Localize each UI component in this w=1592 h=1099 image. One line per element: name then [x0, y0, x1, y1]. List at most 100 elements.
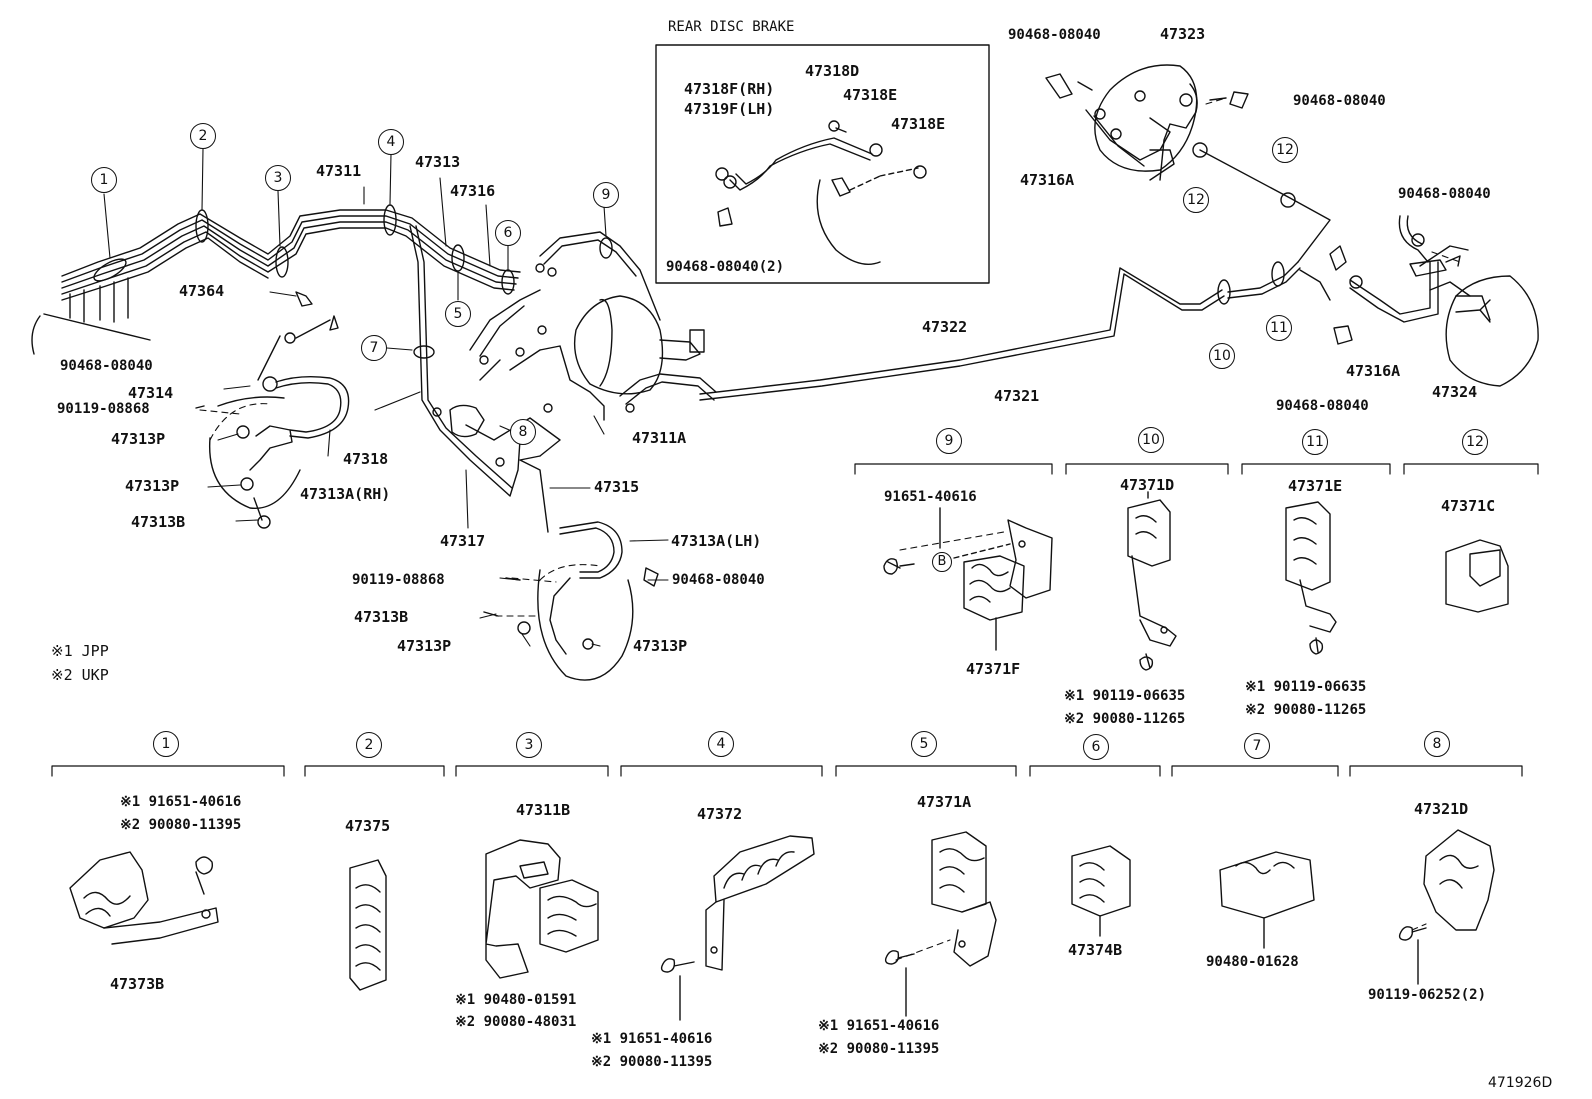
part-label: 47318D	[805, 62, 860, 80]
part-label: 90480-01628	[1206, 954, 1299, 970]
part-label: ※2 90080-11265	[1245, 702, 1367, 718]
inset-drawing	[715, 120, 927, 265]
callout-10: 10	[1209, 343, 1235, 369]
part-label: 47374B	[1068, 941, 1123, 959]
part-label: 47318	[343, 450, 389, 468]
part-label: 47313	[415, 153, 461, 171]
part-label: ※1 90119-06635	[1245, 679, 1367, 695]
part-label: 47316A	[1020, 171, 1075, 189]
detail-header-9: 9	[936, 428, 962, 454]
part-label: 91651-40616	[884, 489, 977, 505]
part-label: 47364	[179, 282, 225, 300]
dashed-lines	[199, 97, 1461, 961]
rear-tubes	[699, 142, 1331, 401]
part-label: 90119-08868	[352, 572, 445, 588]
detail-header-11: 11	[1302, 429, 1328, 455]
callout-11: 11	[1266, 315, 1292, 341]
part-label: 47324	[1432, 383, 1478, 401]
detail-brackets	[51, 463, 1539, 777]
detail-header-4: 4	[708, 731, 734, 757]
part-label: 47371A	[917, 793, 972, 811]
part-label: 47321	[994, 387, 1040, 405]
part-label: 90119-06252(2)	[1368, 987, 1487, 1003]
part-label: 47316A	[1346, 362, 1401, 380]
part-label: 47322	[922, 318, 968, 336]
part-label: 47313P	[111, 430, 166, 448]
clamp-90480-01628	[1219, 851, 1315, 949]
part-label: 90119-08868	[57, 401, 150, 417]
part-label: 47321D	[1414, 800, 1469, 818]
part-label: 47316	[450, 182, 496, 200]
leader-lines	[103, 148, 669, 647]
callout-4: 4	[378, 129, 404, 155]
clip-47321D	[1398, 829, 1495, 985]
callout-3: 3	[265, 165, 291, 191]
detail-header-6: 6	[1083, 734, 1109, 760]
rear-caliper-upper	[1045, 64, 1249, 181]
part-label: ※1 90480-01591	[455, 992, 577, 1008]
part-label: ※2 90080-48031	[455, 1014, 577, 1030]
part-label: 47311	[316, 162, 362, 180]
part-label: 47317	[440, 532, 486, 550]
part-label: 90468-08040(2)	[666, 259, 785, 275]
callout-6: 6	[495, 220, 521, 246]
note-ukp: ※2 UKP	[51, 666, 109, 684]
booster-assembly	[432, 231, 717, 467]
callout-8: 8	[510, 419, 536, 445]
detail-header-5: 5	[911, 731, 937, 757]
clamp-47374B	[1071, 845, 1131, 937]
part-label: 47371C	[1441, 497, 1496, 515]
part-label: 47313A(LH)	[671, 532, 762, 550]
clip-47371C	[1445, 539, 1509, 613]
part-label: 47315	[594, 478, 640, 496]
callout-5: 5	[445, 301, 471, 327]
part-label: 47311A	[632, 429, 687, 447]
part-label: 47371F	[966, 660, 1021, 678]
callout-12b: 12	[1183, 187, 1209, 213]
part-label: 47372	[697, 805, 743, 823]
part-label: 47313P	[633, 637, 688, 655]
part-label: 47313P	[397, 637, 452, 655]
part-label: 90468-08040	[1293, 93, 1386, 109]
callout-9: 9	[593, 182, 619, 208]
note-jpp: ※1 JPP	[51, 642, 109, 660]
part-label: 90468-08040	[60, 358, 153, 374]
clamp-47372	[660, 835, 815, 1021]
main-tube-bundle	[31, 204, 521, 359]
detail-header-8: 8	[1424, 731, 1450, 757]
detail-header-7: 7	[1244, 733, 1270, 759]
callout-12a: 12	[1272, 137, 1298, 163]
part-label: 47313P	[125, 477, 180, 495]
part-label: 47375	[345, 817, 391, 835]
part-label: 47313A(RH)	[300, 485, 391, 503]
clamp-47371D	[1127, 491, 1177, 671]
rh-flex-hose	[195, 291, 350, 529]
part-label: 47319F(LH)	[684, 100, 775, 118]
inset-title: REAR DISC BRAKE	[668, 19, 795, 35]
callout-2: 2	[190, 123, 216, 149]
part-label: ※2 90080-11265	[1064, 711, 1186, 727]
part-label: 47323	[1160, 25, 1206, 43]
part-label: 47318F(RH)	[684, 80, 775, 98]
part-label: 47311B	[516, 801, 571, 819]
detail-header-10: 10	[1138, 427, 1164, 453]
part-label: 47371D	[1120, 476, 1175, 494]
drawing-code: 471926D	[1488, 1075, 1553, 1091]
grommet-47375	[349, 859, 387, 991]
part-label: ※2 90080-11395	[818, 1041, 940, 1057]
inset-frame	[655, 44, 990, 284]
part-label: 90468-08040	[672, 572, 765, 588]
part-label: ※1 91651-40616	[818, 1018, 940, 1034]
part-label: 90468-08040	[1276, 398, 1369, 414]
part-label: 47371E	[1288, 477, 1343, 495]
rear-caliper-lower	[1329, 215, 1539, 387]
part-label: 47313B	[354, 608, 409, 626]
part-label: ※2 90080-11395	[591, 1054, 713, 1070]
detail-header-1: 1	[153, 731, 179, 757]
part-label: ※1 91651-40616	[591, 1031, 713, 1047]
detail-header-2: 2	[356, 732, 382, 758]
bracket-47311B	[485, 839, 599, 979]
part-label: ※2 90080-11395	[120, 817, 242, 833]
